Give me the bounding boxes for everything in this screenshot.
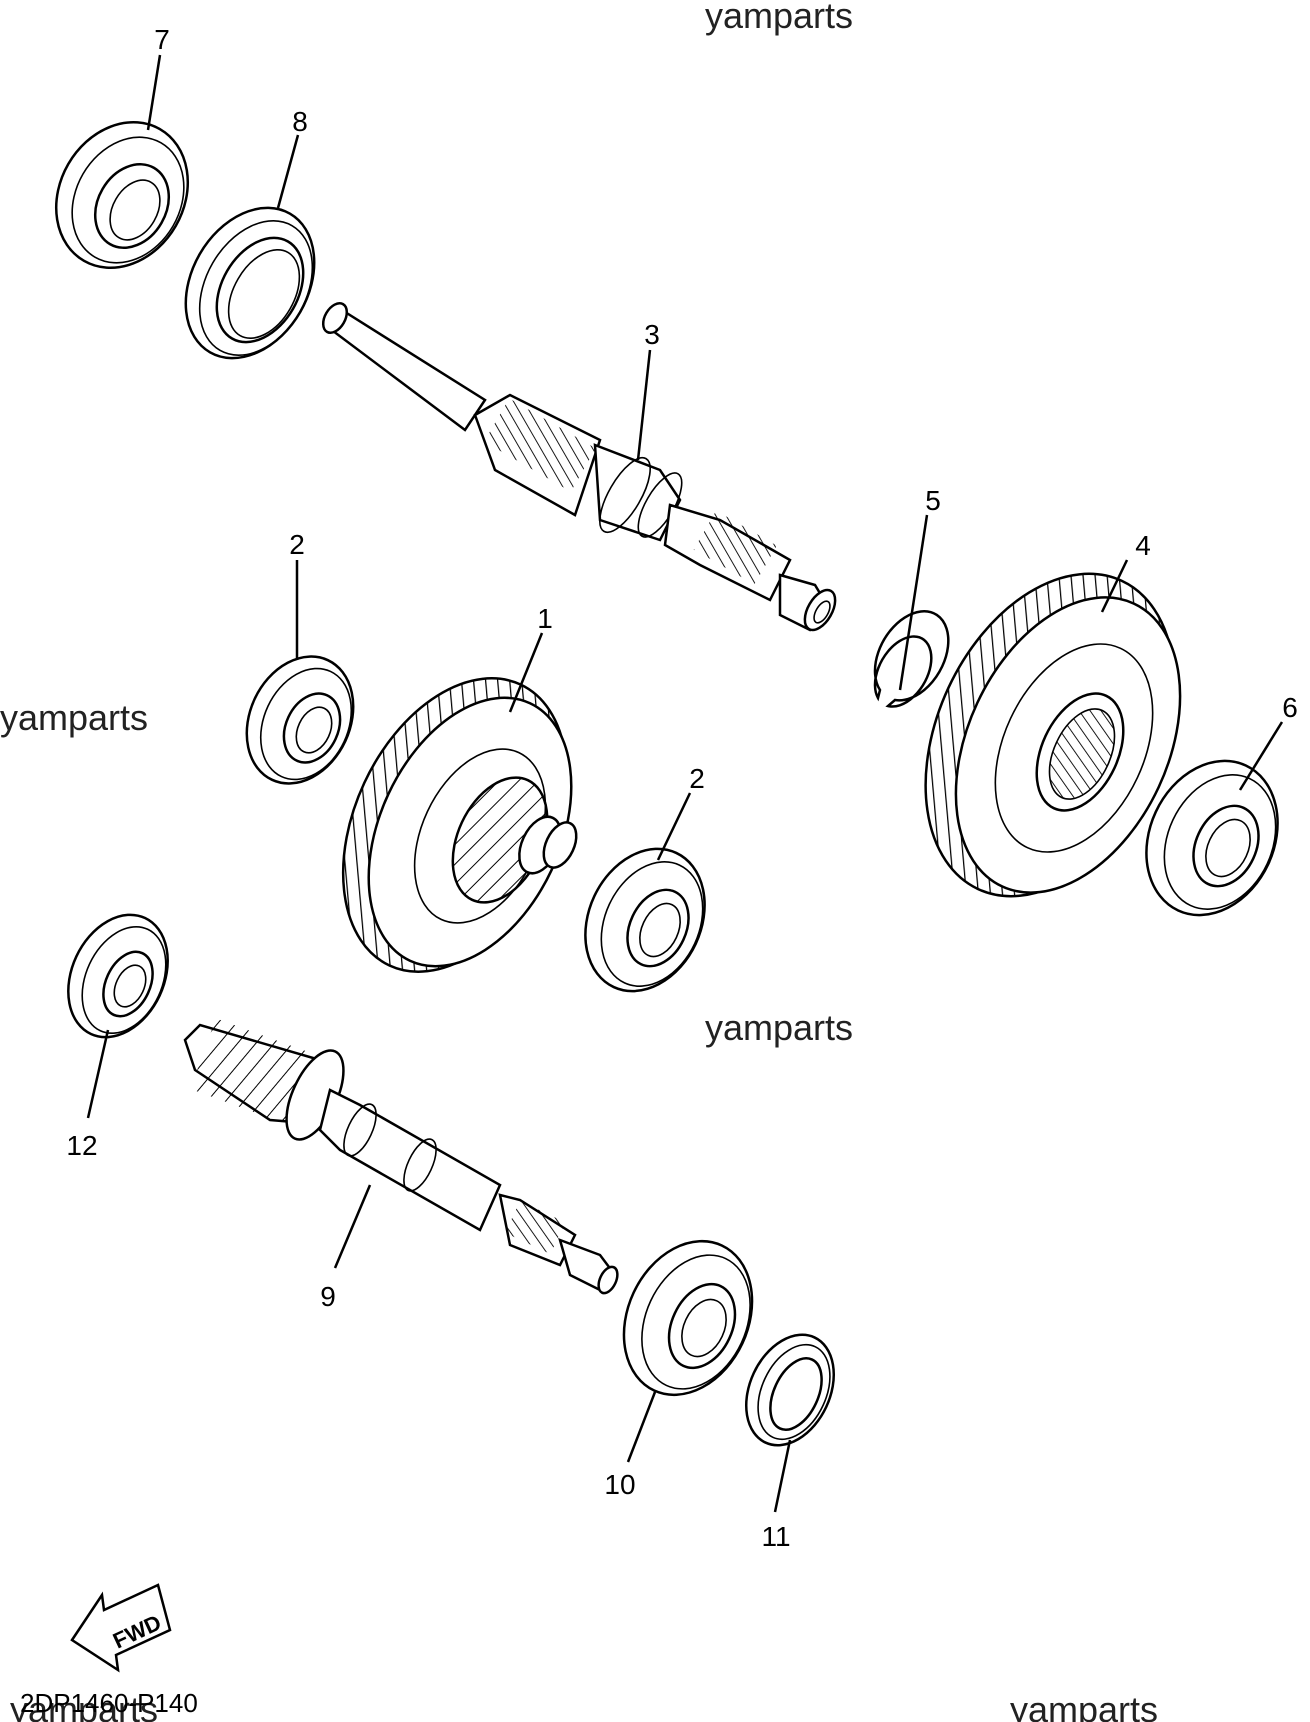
part-5-circlip: [873, 610, 950, 708]
part-2-bearing-left: [245, 655, 355, 785]
part-12-bearing: [67, 913, 169, 1039]
callout-9: 9: [320, 1281, 336, 1312]
part-code: 2DP1460-P140: [20, 1688, 198, 1718]
callout-7: 7: [154, 24, 170, 55]
callout-3: 3: [644, 319, 660, 350]
callout-12: 12: [66, 1130, 97, 1161]
callout-1: 1: [537, 603, 553, 634]
callout-5: 5: [925, 485, 941, 516]
watermark-middle: yamparts: [705, 1007, 853, 1048]
part-8-oil-seal: [184, 206, 316, 360]
callout-6: 6: [1282, 692, 1298, 723]
part-1-gear: [341, 677, 578, 973]
callout-11: 11: [761, 1521, 790, 1552]
leader-lines: [86, 54, 1284, 1513]
part-3-shaft: [321, 302, 837, 632]
part-2-bearing-right: [584, 847, 706, 993]
watermark-left: yamparts: [0, 697, 148, 738]
part-10-bearing: [622, 1239, 754, 1397]
part-4-gear: [924, 572, 1182, 898]
watermark-top: yamparts: [705, 0, 853, 36]
part-9-shaft: [183, 1018, 619, 1295]
callout-4: 4: [1135, 530, 1151, 561]
callout-2-right: 2: [689, 763, 705, 794]
part-6-bearing: [1145, 759, 1279, 917]
forward-arrow-icon: FWD: [70, 1583, 172, 1673]
part-7-bearing: [54, 120, 190, 270]
callout-8: 8: [292, 106, 308, 137]
watermark-bottom-right: yamparts: [1010, 1689, 1158, 1722]
callout-10: 10: [604, 1469, 635, 1500]
part-11-oil-seal: [744, 1333, 836, 1447]
watermark-bottom-left: yamparts: [10, 1689, 158, 1722]
callout-2-left: 2: [289, 529, 305, 560]
